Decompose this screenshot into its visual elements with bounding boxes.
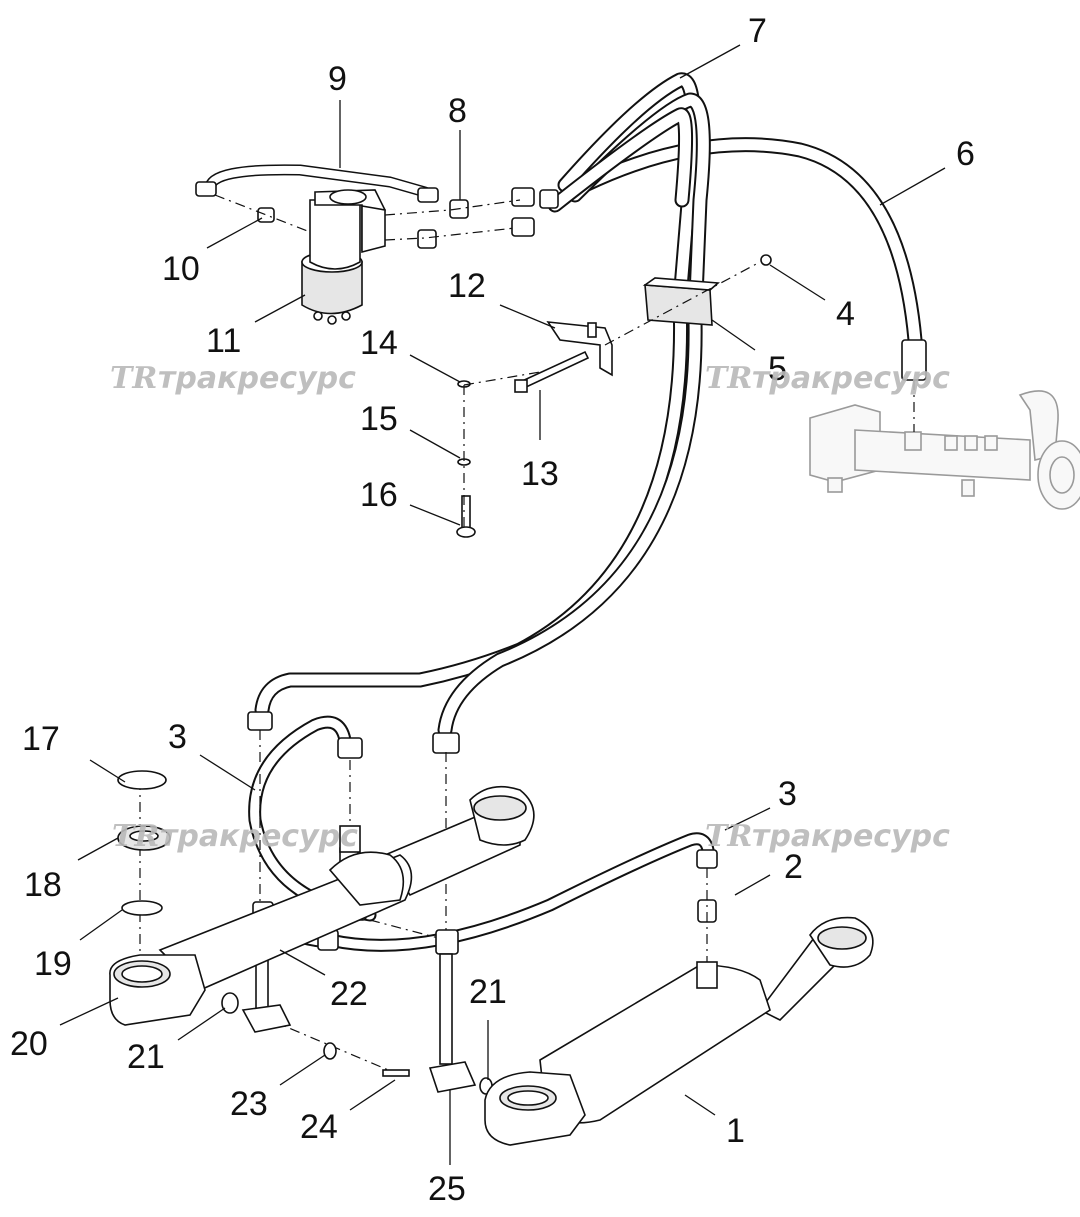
callout-10: 10 — [162, 250, 200, 288]
callout-15: 15 — [360, 400, 398, 438]
watermark-text: тракресурс — [158, 361, 356, 396]
watermark-2: TR тракресурс — [705, 361, 950, 396]
watermark-logo: TR — [705, 819, 752, 854]
leader-lines — [59, 44, 946, 1165]
callout-20: 20 — [10, 1025, 48, 1063]
nut-4 — [760, 254, 772, 266]
bracket-12 — [546, 321, 613, 377]
hose-7-left — [254, 72, 701, 718]
callout-22: 22 — [330, 975, 368, 1013]
callout-25: 25 — [428, 1170, 466, 1208]
hose-7-third — [547, 107, 694, 213]
watermark-logo: TR — [705, 361, 752, 396]
callout-4: 4 — [836, 295, 855, 333]
watermark-text: тракресурс — [752, 819, 950, 854]
clamp-5 — [642, 277, 720, 326]
watermark-text: тракресурс — [752, 361, 950, 396]
hose-9 — [195, 164, 439, 203]
cylinder-right — [484, 916, 874, 1146]
callout-19: 19 — [34, 945, 72, 983]
callout-16: 16 — [360, 476, 398, 514]
cylinder-left — [109, 785, 535, 1026]
callout-17: 17 — [22, 720, 60, 758]
callout-18: 18 — [24, 866, 62, 904]
callout-3-left: 3 — [168, 718, 187, 756]
hose-3-right — [323, 832, 715, 952]
callout-9: 9 — [328, 60, 347, 98]
callout-3-right: 3 — [778, 775, 797, 813]
watermark-4: TR тракресурс — [705, 819, 950, 854]
callout-2: 2 — [784, 848, 803, 886]
watermark-text: тракресурс — [160, 819, 358, 854]
watermark-logo: TR — [110, 361, 157, 396]
callout-11: 11 — [206, 322, 241, 360]
callout-14: 14 — [360, 324, 398, 362]
watermark-logo: TR — [112, 819, 159, 854]
watermark-3: TR тракресурс — [112, 819, 358, 854]
hose-7-right — [437, 92, 711, 738]
hose-3-left — [248, 715, 377, 922]
front-axle-bracket-outline — [809, 390, 1080, 510]
hose-6 — [577, 137, 927, 381]
callout-7: 7 — [748, 12, 767, 50]
callout-12: 12 — [448, 267, 486, 305]
watermark-1: TR тракресурс — [110, 361, 356, 396]
callout-labels: 1 2 3 3 4 5 6 7 8 9 10 11 12 13 14 15 16… — [10, 12, 975, 1208]
callout-23: 23 — [230, 1085, 268, 1123]
callout-8: 8 — [448, 92, 467, 130]
callout-6: 6 — [956, 135, 975, 173]
bolt-13 — [514, 350, 590, 393]
callout-13: 13 — [521, 455, 559, 493]
callout-21-left: 21 — [127, 1038, 165, 1076]
callout-1: 1 — [726, 1112, 745, 1150]
callout-21-right: 21 — [469, 973, 507, 1011]
callout-24: 24 — [300, 1108, 338, 1146]
callout-5: 5 — [768, 350, 787, 388]
screw-16 — [456, 495, 476, 538]
steering-unit — [301, 189, 386, 325]
